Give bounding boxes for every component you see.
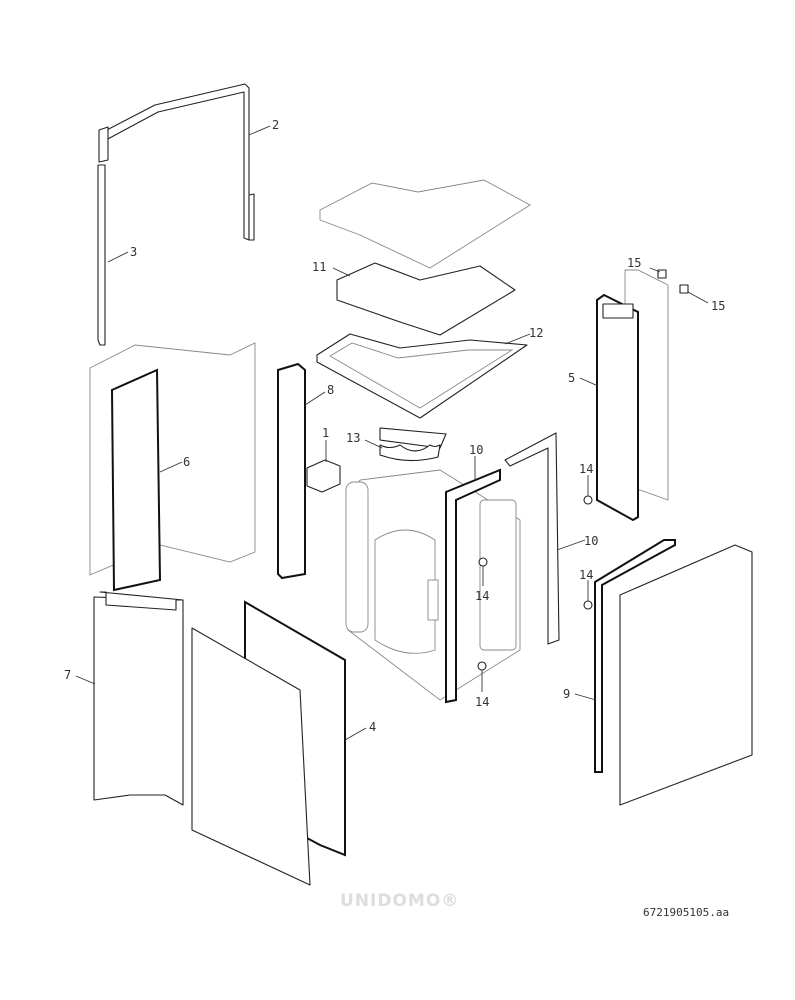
part-5-side-panel xyxy=(596,269,669,522)
callout-14a: 14 xyxy=(579,462,593,476)
watermark-logo: UNIDOMO® xyxy=(340,891,459,911)
part-15-clips xyxy=(657,269,689,294)
callout-10a: 10 xyxy=(469,443,483,457)
part-1-control-box xyxy=(306,459,341,493)
part-4-front-panel xyxy=(191,600,346,886)
callout-8: 8 xyxy=(327,383,334,397)
callout-14c: 14 xyxy=(475,589,489,603)
callout-11: 11 xyxy=(312,260,326,274)
part-7-side-panel xyxy=(93,591,184,806)
part-13-bracket xyxy=(379,427,447,462)
callout-2: 2 xyxy=(272,118,279,132)
drawing-code: 6721905105.aa xyxy=(643,906,729,919)
callout-15a: 15 xyxy=(627,256,641,270)
callout-4: 4 xyxy=(369,720,376,734)
callout-12: 12 xyxy=(529,326,543,340)
part-11-top-insulation xyxy=(336,262,516,336)
part-2-top-frame xyxy=(100,83,255,241)
part-6-rear-insulation xyxy=(89,342,256,592)
callout-1: 1 xyxy=(322,426,329,440)
hydraulic-module xyxy=(345,469,521,701)
part-10-frames xyxy=(445,432,560,704)
callout-14b: 14 xyxy=(579,568,593,582)
top-cover xyxy=(319,179,531,269)
part-8-insulation-strip xyxy=(277,362,306,580)
part-12-gasket xyxy=(316,333,528,419)
callout-5: 5 xyxy=(568,371,575,385)
callout-14d: 14 xyxy=(475,695,489,709)
callout-3: 3 xyxy=(130,245,137,259)
callout-6: 6 xyxy=(183,455,190,469)
leader-lines xyxy=(75,125,709,741)
callout-9: 9 xyxy=(563,687,570,701)
part-3-side-strip xyxy=(97,126,109,346)
callout-7: 7 xyxy=(64,668,71,682)
callout-15b: 15 xyxy=(711,299,725,313)
part-9-side-panel xyxy=(594,539,753,806)
callout-10b: 10 xyxy=(584,534,598,548)
callout-13: 13 xyxy=(346,431,360,445)
